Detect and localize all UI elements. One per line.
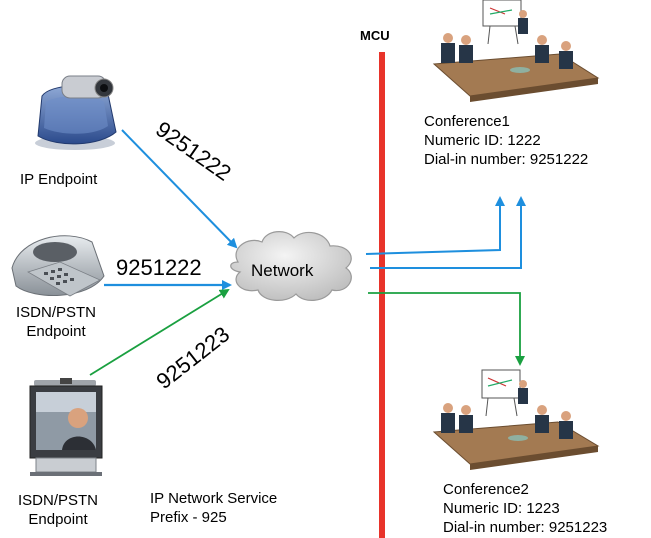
conf2-link [368, 292, 525, 366]
ip-endpoint-device-icon [35, 75, 117, 150]
conference2-numeric-id: Numeric ID: 1223 [443, 500, 560, 517]
isdn-phone-label-line2: Endpoint [26, 323, 86, 340]
conference1-info: Conference1 Numeric ID: 1222 Dial-in num… [424, 112, 588, 169]
isdn-phone-label: ISDN/PSTN Endpoint [15, 303, 97, 341]
video-endpoint-icon [29, 378, 103, 476]
network-label: Network [251, 261, 314, 280]
video-endpoint-label-line1: ISDN/PSTN [17, 492, 98, 509]
conference2-dial-in: Dial-in number: 9251223 [443, 519, 608, 536]
mcu-label: MCU [360, 28, 390, 43]
conference2-info: Conference2 Numeric ID: 1223 Dial-in num… [443, 480, 607, 537]
ip-endpoint-link [121, 129, 238, 249]
service-prefix-label: IP Network Service Prefix - 925 [150, 489, 277, 527]
conference2-room-icon [432, 369, 600, 470]
video-endpoint-label: ISDN/PSTN Endpoint [17, 491, 99, 529]
service-prefix-line2: Prefix - 925 [150, 509, 227, 526]
conference1-name: Conference1 [424, 113, 510, 130]
network-cloud [230, 231, 352, 301]
conference-phone-icon [11, 235, 105, 297]
conf1-link-b [370, 196, 526, 269]
conference1-numeric-id: Numeric ID: 1222 [424, 132, 541, 149]
conference1-dial-in: Dial-in number: 9251222 [424, 151, 589, 168]
ip-endpoint-label: IP Endpoint [20, 171, 98, 188]
conference1-room-icon [432, 0, 600, 102]
video-endpoint-link [89, 288, 230, 376]
mcu-bar [379, 52, 385, 538]
service-prefix-line1: IP Network Service [150, 490, 278, 507]
video-endpoint-label-line2: Endpoint [28, 511, 88, 528]
conference2-name: Conference2 [443, 481, 529, 498]
conf1-link-a [365, 196, 505, 255]
isdn-phone-dial-number: 9251222 [116, 255, 202, 280]
isdn-phone-label-line1: ISDN/PSTN [15, 304, 96, 321]
